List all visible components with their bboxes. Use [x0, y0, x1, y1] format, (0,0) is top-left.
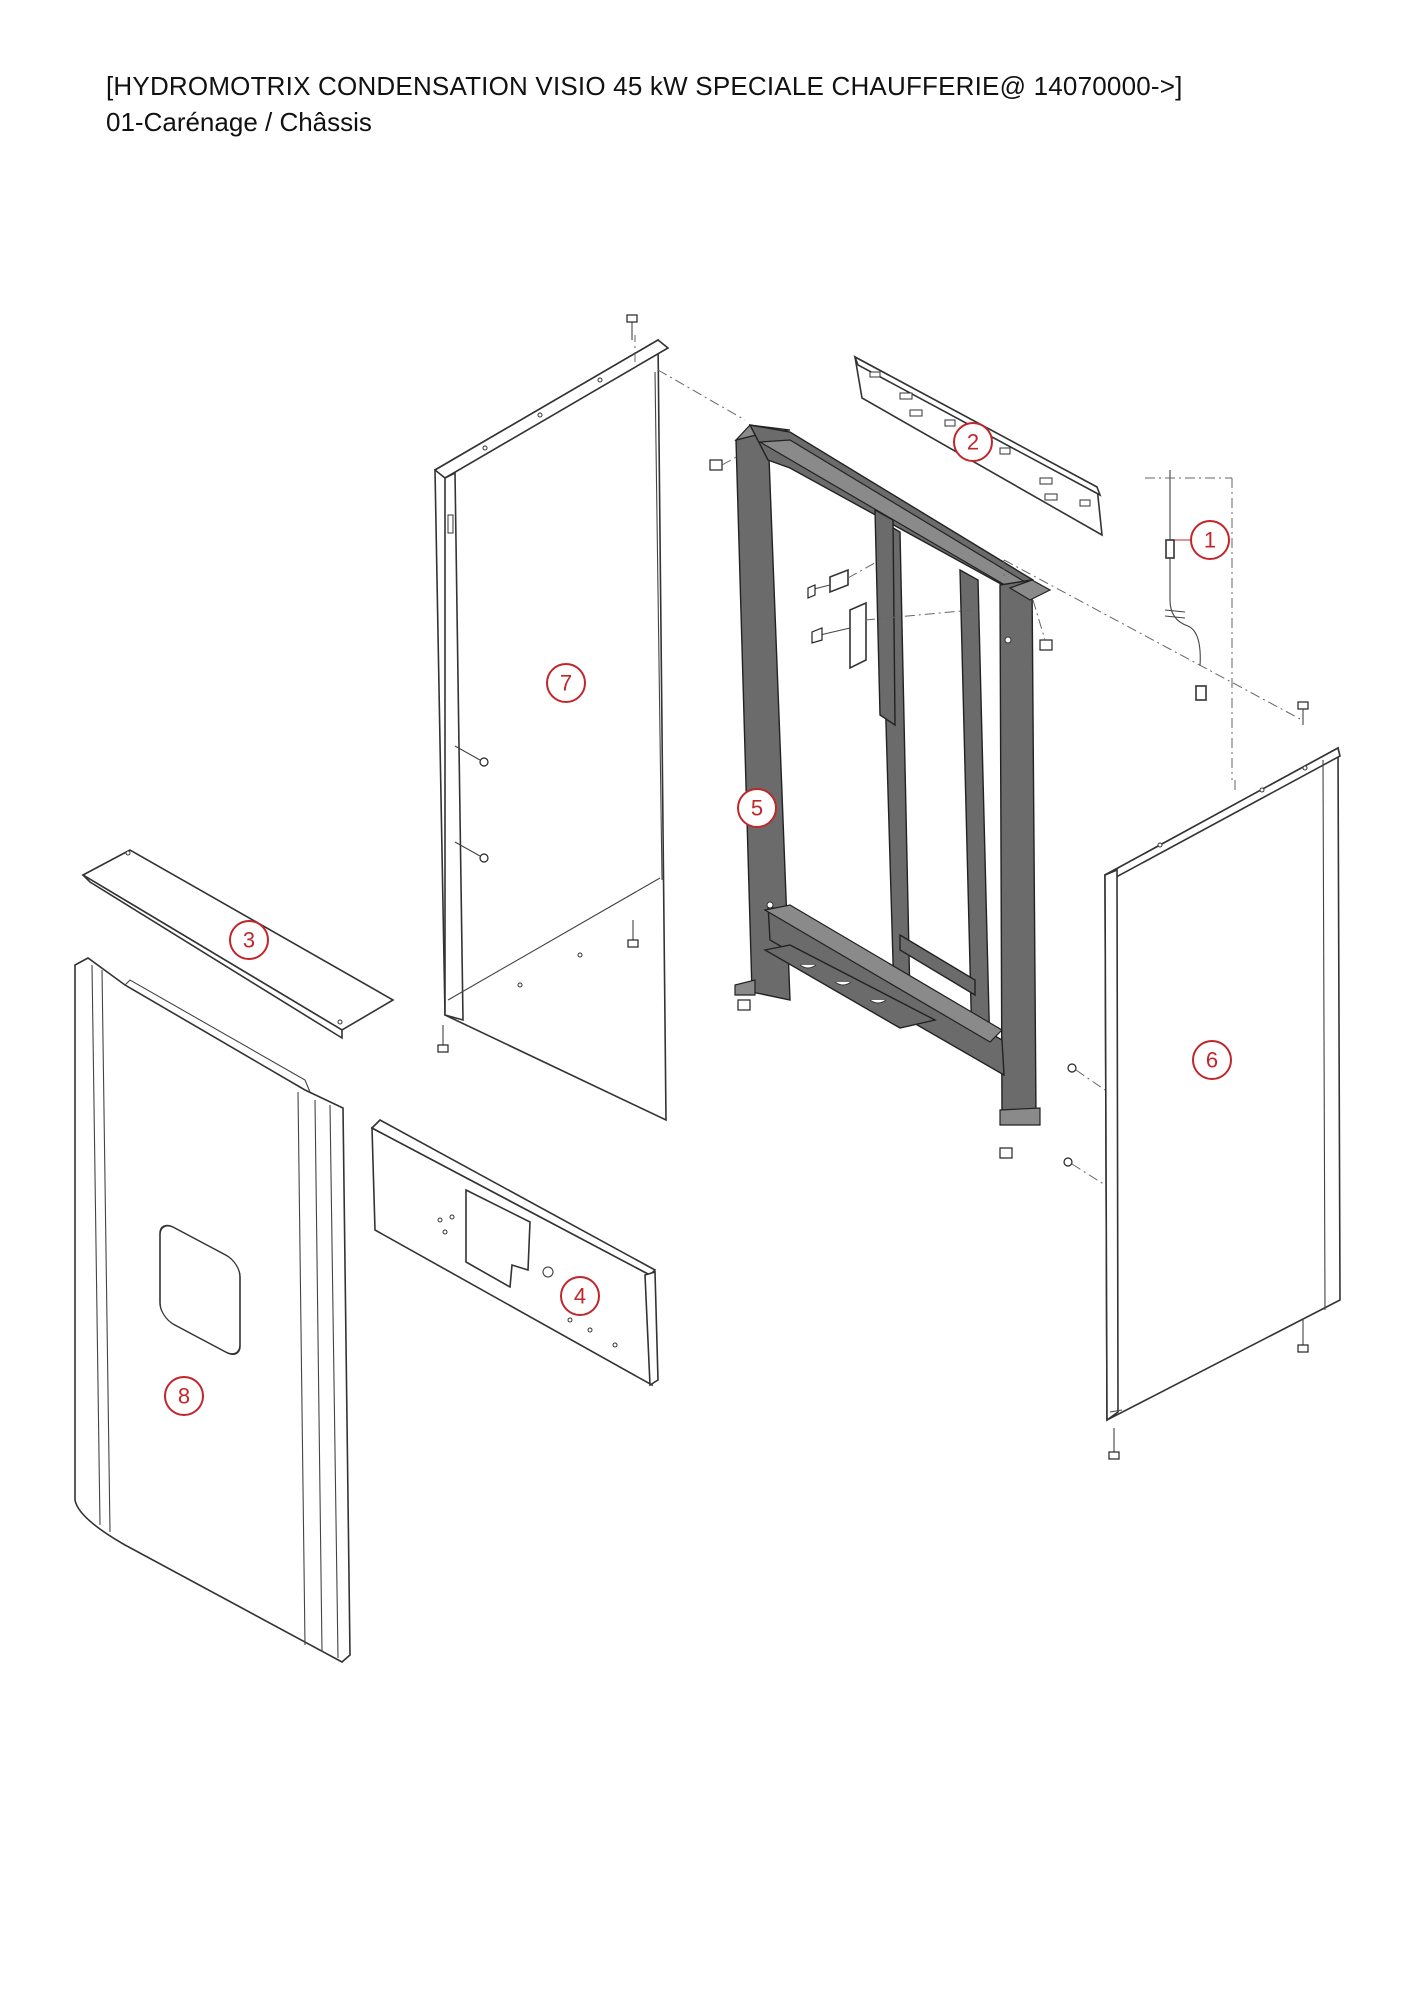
page-title: [HYDROMOTRIX CONDENSATION VISIO 45 kW SP…: [106, 71, 1183, 101]
callout-1-label: 1: [1204, 528, 1216, 553]
callout-5-label: 5: [751, 796, 763, 821]
frame-screws: [709, 454, 1053, 1159]
callout-3-label: 3: [243, 928, 255, 953]
callout-4-label: 4: [574, 1284, 586, 1309]
header: [HYDROMOTRIX CONDENSATION VISIO 45 kW SP…: [106, 68, 1183, 140]
callout-7-label: 7: [560, 671, 572, 696]
callout-8: 8: [164, 1376, 204, 1416]
callout-3: 3: [229, 920, 269, 960]
frame-clips: [807, 559, 973, 670]
callout-6: 6: [1192, 1040, 1232, 1080]
part-5-frame: [734, 424, 1052, 1126]
part-4-lower-panel: [370, 1119, 659, 1387]
part-7-side-panel: [433, 335, 746, 1122]
callout-2-label: 2: [967, 430, 979, 455]
screw-top-left: [626, 314, 638, 340]
part-8-front-panel: [74, 957, 351, 1663]
part-6-side-panel: [1104, 746, 1341, 1422]
screw-left-panel-2: [454, 841, 489, 863]
callout-8-label: 8: [178, 1384, 190, 1409]
screw-right-panel: [1063, 1063, 1309, 1460]
callout-7: 7: [546, 663, 586, 703]
callout-6-label: 6: [1206, 1048, 1218, 1073]
screw-left-panel-1: [454, 745, 489, 767]
screw-right-top: [1297, 701, 1309, 725]
callout-2: 2: [953, 422, 993, 462]
page-subtitle: 01-Carénage / Châssis: [106, 107, 372, 137]
callout-4: 4: [560, 1276, 600, 1316]
callout-5: 5: [737, 788, 777, 828]
screw-bottom-left-panel: [437, 920, 639, 1053]
callout-1: 1: [1190, 520, 1230, 560]
part-1-sensor: [1003, 470, 1303, 780]
